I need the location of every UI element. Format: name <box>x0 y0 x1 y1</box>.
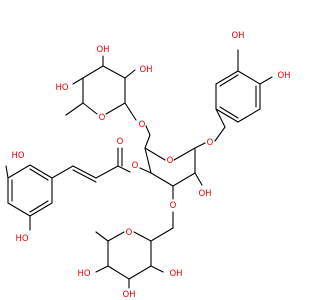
bond <box>194 172 203 186</box>
bond <box>29 164 53 179</box>
bond <box>133 231 152 242</box>
bond <box>107 265 130 280</box>
bond <box>145 125 151 136</box>
oh-label: HO <box>77 269 90 279</box>
bond <box>29 168 49 181</box>
glucose-ring: O O OH O O <box>132 108 226 211</box>
bond <box>150 172 174 187</box>
bond <box>144 147 152 174</box>
bond <box>219 74 239 87</box>
oh-label: OH <box>231 31 244 41</box>
bond <box>215 108 226 128</box>
bond <box>5 165 9 179</box>
ring-oxygen: O <box>99 113 106 123</box>
bond <box>215 70 239 85</box>
caffeoyl-group: O HO HO <box>5 137 131 244</box>
bond <box>29 202 53 217</box>
bond <box>215 108 239 123</box>
catechol-ring-top: OH OH <box>215 31 291 123</box>
bond <box>29 200 49 213</box>
ester-oxygen: O <box>132 161 139 171</box>
oh-label: OH <box>169 269 182 279</box>
oh-label: HO <box>11 151 24 161</box>
bond <box>102 65 126 79</box>
glycosidic-oxygen: O <box>139 120 146 130</box>
bond <box>144 147 166 161</box>
rhamnose-bottom-ring: O HO OH OH <box>77 211 183 300</box>
bond <box>194 142 206 149</box>
oh-label: OH <box>96 45 109 55</box>
bond <box>107 231 125 242</box>
bond <box>259 76 273 85</box>
oh-label: HO <box>55 83 68 93</box>
oh-label: OH <box>122 290 135 300</box>
bond <box>72 165 97 179</box>
ring-oxygen: O <box>126 228 133 238</box>
bond <box>82 102 98 115</box>
bond <box>173 147 196 161</box>
oh-label: OH <box>139 65 152 75</box>
bond <box>105 102 126 115</box>
bond <box>72 169 97 183</box>
bond <box>150 227 174 242</box>
bond <box>150 265 164 273</box>
glycosidic-oxygen: O <box>207 138 214 148</box>
bond <box>7 164 31 179</box>
oh-label: HO <box>15 234 28 244</box>
bond <box>237 70 261 85</box>
bond <box>95 265 109 273</box>
structure-diagram: HO OH OH O O O O OH O O <box>5 31 291 300</box>
bond <box>72 77 84 85</box>
oh-label: OH <box>277 71 290 81</box>
glycosidic-oxygen: O <box>170 201 177 211</box>
bond <box>237 108 261 123</box>
molecule-drawing: HO OH OH O O O O OH O O <box>5 31 291 300</box>
bond <box>139 167 152 174</box>
bond <box>219 106 239 119</box>
bond <box>65 102 84 116</box>
bond <box>172 172 196 187</box>
bond <box>128 265 152 280</box>
bond <box>95 231 109 242</box>
bond <box>95 165 119 179</box>
bond <box>214 126 226 142</box>
bond <box>51 165 74 179</box>
bond <box>144 134 151 149</box>
oh-label: OH <box>198 189 211 199</box>
bond <box>124 102 137 121</box>
carbonyl-oxygen: O <box>117 137 124 147</box>
bond <box>82 65 104 79</box>
bond <box>124 69 136 79</box>
ring-oxygen: O <box>167 156 174 166</box>
bond <box>117 165 131 173</box>
bond <box>7 202 31 217</box>
rhamnose-top-ring: HO OH OH O O <box>55 45 153 136</box>
